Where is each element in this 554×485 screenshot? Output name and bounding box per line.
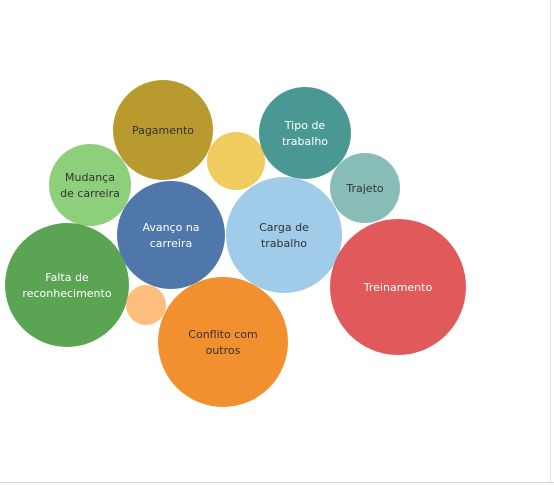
bubble-mark: [330, 219, 466, 355]
bubble-1: Pagamento: [113, 80, 213, 180]
bubble-mark: [5, 223, 129, 347]
bubble-mark: [207, 132, 265, 190]
bubble-mark: [259, 87, 351, 179]
bubble-mark: [158, 277, 288, 407]
bubble-mark: [226, 177, 342, 293]
bubble-mark: [113, 80, 213, 180]
bubble-label: Trajeto: [345, 182, 384, 195]
bubble-mark: [117, 181, 225, 289]
bubble-5: Trajeto: [330, 153, 400, 223]
bubble-8: Treinamento: [330, 219, 466, 355]
bubble-label: Treinamento: [363, 281, 433, 294]
right-border: [550, 0, 551, 482]
bubble-mark: [330, 153, 400, 223]
bubble-2: [207, 132, 265, 190]
bottom-border: [0, 482, 554, 483]
bubble-10: [126, 285, 166, 325]
bubble-mark: [49, 144, 131, 226]
bubble-mark: [126, 285, 166, 325]
bubble-label: Pagamento: [132, 124, 194, 137]
